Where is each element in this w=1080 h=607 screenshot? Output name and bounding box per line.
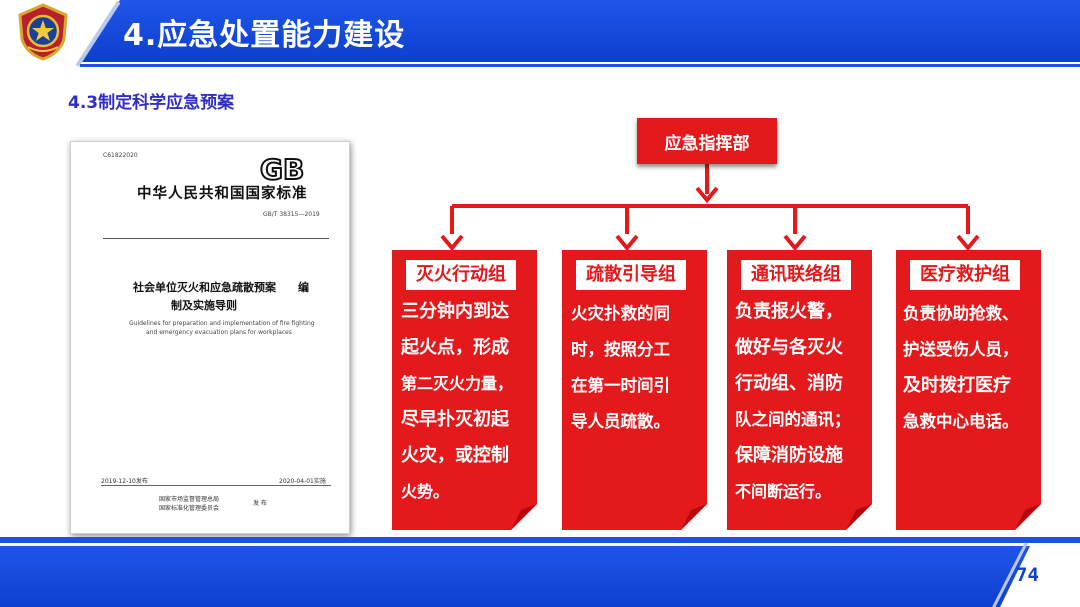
doc-title-line2: 制及实施导则 [171,299,237,312]
page-title: 4.应急处置能力建设 [123,18,406,53]
doc-publish-date: 2019-12-10发布 [101,478,148,485]
doc-authority-line1: 国家市场监督管理总局 [159,496,220,503]
org-headquarters-box: 应急指挥部 [637,118,777,164]
page-curl-corner [846,504,872,530]
doc-bottom-divider [101,485,331,486]
section-subtitle: 4.3制定科学应急预案 [68,93,235,113]
group-card-communication: 通讯联络组 负责报火警， 做好与各灭火 行动组、消防 队之间的通讯； 保障消防设… [727,250,872,530]
doc-title-line1: 社会单位灭火和应急疏散预案 编 [133,281,309,294]
header-underline [80,64,1080,67]
doc-authority-line2: 国家标准化管理委员会 [159,505,220,512]
doc-issue-label: 发 布 [253,500,267,507]
group-description: 负责协助抢救、 护送受伤人员， 及时拨打医疗 急救中心电话。 [903,304,1019,431]
group-title: 通讯联络组 [741,260,851,290]
footer-bar [0,537,1080,607]
doc-standard-name: 中华人民共和国国家标准 [137,186,308,202]
group-card-fire-action: 灭火行动组 三分钟内到达 起火点，形成 第二灭火力量， 尽早扑灭初起 火灾，或控… [392,250,537,530]
footer-background [0,546,1080,607]
doc-ics-code: C61822020 [103,152,138,159]
group-card-medical: 医疗救护组 负责协助抢救、 护送受伤人员， 及时拨打医疗 急救中心电话。 [896,250,1041,530]
police-fire-badge-icon [18,3,68,61]
group-description: 负责报火警， 做好与各灭火 行动组、消防 队之间的通讯； 保障消防设施 不间断运… [735,301,851,501]
doc-implement-date: 2020-04-01实施 [279,478,326,485]
page-number: 74 [1016,564,1039,586]
page-curl-corner [681,504,707,530]
gb-logo-text: GB [260,153,304,184]
group-description: 三分钟内到达 起火点，形成 第二灭火力量， 尽早扑灭初起 火灾，或控制 火势。 [401,301,514,501]
header-background [78,0,1080,62]
group-title: 疏散引导组 [576,260,686,290]
group-card-evacuation: 疏散引导组 火灾扑救的同 时，按照分工 在第一时间引 导人员疏散。 [562,250,707,530]
header-bar [0,0,1080,68]
doc-divider [103,238,329,239]
page-curl-corner [511,504,537,530]
doc-standard-number: GB/T 38315—2019 [263,211,320,218]
group-title: 灭火行动组 [406,260,516,290]
standard-document-cover: C61822020 GB 中华人民共和国国家标准 GB/T 38315—2019… [70,141,350,534]
group-description: 火灾扑救的同 时，按照分工 在第一时间引 导人员疏散。 [571,304,670,431]
page-curl-corner [1015,504,1041,530]
doc-english-line2: and emergency evacuation plans for workp… [146,329,292,336]
doc-english-line1: Guidelines for preparation and implement… [129,320,315,327]
group-title: 医疗救护组 [910,260,1020,290]
gb-logo-icon: GB [259,152,305,184]
